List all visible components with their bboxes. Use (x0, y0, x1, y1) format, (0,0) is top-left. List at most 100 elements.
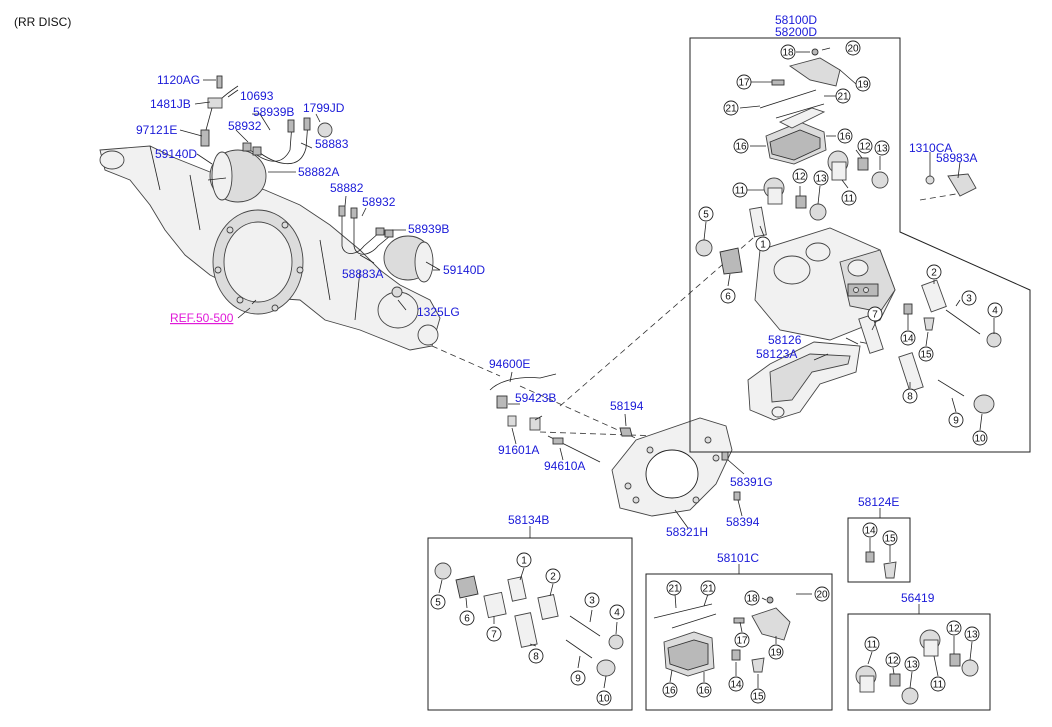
index-number-4: 4 (614, 608, 620, 619)
index-circle-21 (835, 88, 851, 104)
callout-1325LG: 1325LG (417, 305, 460, 319)
brake-chamber-lower (383, 235, 441, 283)
callout-58394: 58394 (726, 515, 760, 529)
index-circle-15 (882, 530, 898, 546)
index-number-11: 11 (867, 640, 878, 651)
callout-58983A: 58983A (936, 151, 977, 165)
callout-58939B-upper: 58939B (253, 105, 294, 119)
index-circle-21 (700, 580, 716, 596)
index-circle-16 (662, 682, 678, 698)
callout-leaders-58101C (669, 593, 812, 688)
index-number-12: 12 (948, 624, 960, 635)
index-number-10: 10 (974, 434, 986, 445)
callout-94610A: 94610A (544, 459, 585, 473)
part-callout-labels: 1120AG 10693 1481JB 58939B 1799JD 58932 … (136, 13, 977, 605)
index-circle-2 (545, 568, 561, 584)
retainer-plate-upper (771, 48, 841, 87)
index-circle-17 (734, 632, 750, 648)
kit-box-58134B (427, 526, 633, 711)
callout-58882: 58882 (330, 181, 364, 195)
sensor-bracket-upper (200, 75, 239, 147)
index-circle-21 (666, 580, 682, 596)
index-number-13: 13 (906, 660, 918, 671)
index-circle-7 (486, 626, 502, 642)
axle-housing-drawing (99, 145, 441, 351)
brake-chamber-upper (207, 149, 267, 203)
kit-box-58101C (645, 564, 833, 711)
index-circle-21 (723, 100, 739, 116)
index-number-14: 14 (902, 334, 914, 345)
callout-58101C: 58101C (717, 551, 759, 565)
index-number-12: 12 (859, 142, 871, 153)
index-circle-18 (780, 44, 796, 60)
index-circle-12 (946, 620, 962, 636)
index-number-13: 13 (876, 144, 888, 155)
index-circle-12 (857, 138, 873, 154)
index-circle-13 (964, 626, 980, 642)
index-circle-13 (813, 170, 829, 186)
axle-centerline (431, 345, 641, 441)
index-number-20: 20 (847, 44, 859, 55)
index-number-10: 10 (598, 694, 610, 705)
callout-59140D-middle: 59140D (443, 263, 485, 277)
index-number-14: 14 (730, 680, 742, 691)
index-number-18: 18 (746, 594, 758, 605)
index-number-12: 12 (887, 656, 899, 667)
callout-58321H: 58321H (666, 525, 708, 539)
callout-58100D: 58100D (775, 13, 817, 27)
index-circle-8 (902, 388, 918, 404)
index-circle-12 (792, 168, 808, 184)
brake-pads-upper (765, 107, 827, 165)
index-circle-6 (459, 610, 475, 626)
index-number-19: 19 (770, 648, 782, 659)
callout-58391G: 58391G (730, 475, 773, 489)
index-circle-12 (885, 652, 901, 668)
reference-link-50-500[interactable]: REF.50-500 (170, 311, 234, 325)
carrier-bracket-drawing (747, 341, 861, 421)
brake-hoses-lower (338, 205, 403, 298)
index-circle-20 (845, 40, 861, 56)
index-number-11: 11 (735, 186, 746, 197)
index-circle-15 (918, 346, 934, 362)
index-circle-11 (930, 676, 946, 692)
index-number-21: 21 (837, 92, 849, 103)
index-circle-18 (744, 590, 760, 606)
callout-58932-upper: 58932 (228, 119, 262, 133)
callout-58194: 58194 (610, 399, 644, 413)
index-number-9: 9 (953, 416, 959, 427)
index-number-8: 8 (533, 652, 539, 663)
index-circle-4 (609, 604, 625, 620)
index-circle-16 (696, 682, 712, 698)
index-circle-10 (972, 430, 988, 446)
callout-1310CA: 1310CA (909, 141, 952, 155)
callout-1120AG: 1120AG (157, 73, 200, 87)
callout-59423B: 59423B (515, 391, 556, 405)
index-number-13: 13 (815, 174, 827, 185)
callout-leaders-56419 (867, 636, 973, 689)
index-circle-2 (926, 264, 942, 280)
index-circle-8 (528, 648, 544, 664)
index-number-21: 21 (668, 584, 680, 595)
index-number-7: 7 (872, 310, 878, 321)
index-number-15: 15 (920, 350, 932, 361)
index-number-18: 18 (782, 48, 794, 59)
index-number-16: 16 (664, 686, 676, 697)
index-number-19: 19 (857, 80, 869, 91)
index-number-14: 14 (864, 526, 876, 537)
index-circle-9 (948, 412, 964, 428)
index-number-17: 17 (738, 78, 750, 89)
index-number-11: 11 (933, 680, 944, 691)
index-circle-15 (750, 688, 766, 704)
index-circle-14 (862, 522, 878, 538)
index-number-15: 15 (752, 692, 764, 703)
callout-58124E: 58124E (858, 495, 899, 509)
torque-plate-drawing (611, 417, 741, 517)
callout-10693: 10693 (240, 89, 274, 103)
callout-1481JB: 1481JB (150, 97, 191, 111)
index-number-20: 20 (816, 590, 828, 601)
index-number-2: 2 (931, 268, 937, 279)
callout-59140D-upper: 59140D (155, 147, 197, 161)
index-circle-11 (732, 182, 748, 198)
index-number-11: 11 (844, 194, 855, 205)
